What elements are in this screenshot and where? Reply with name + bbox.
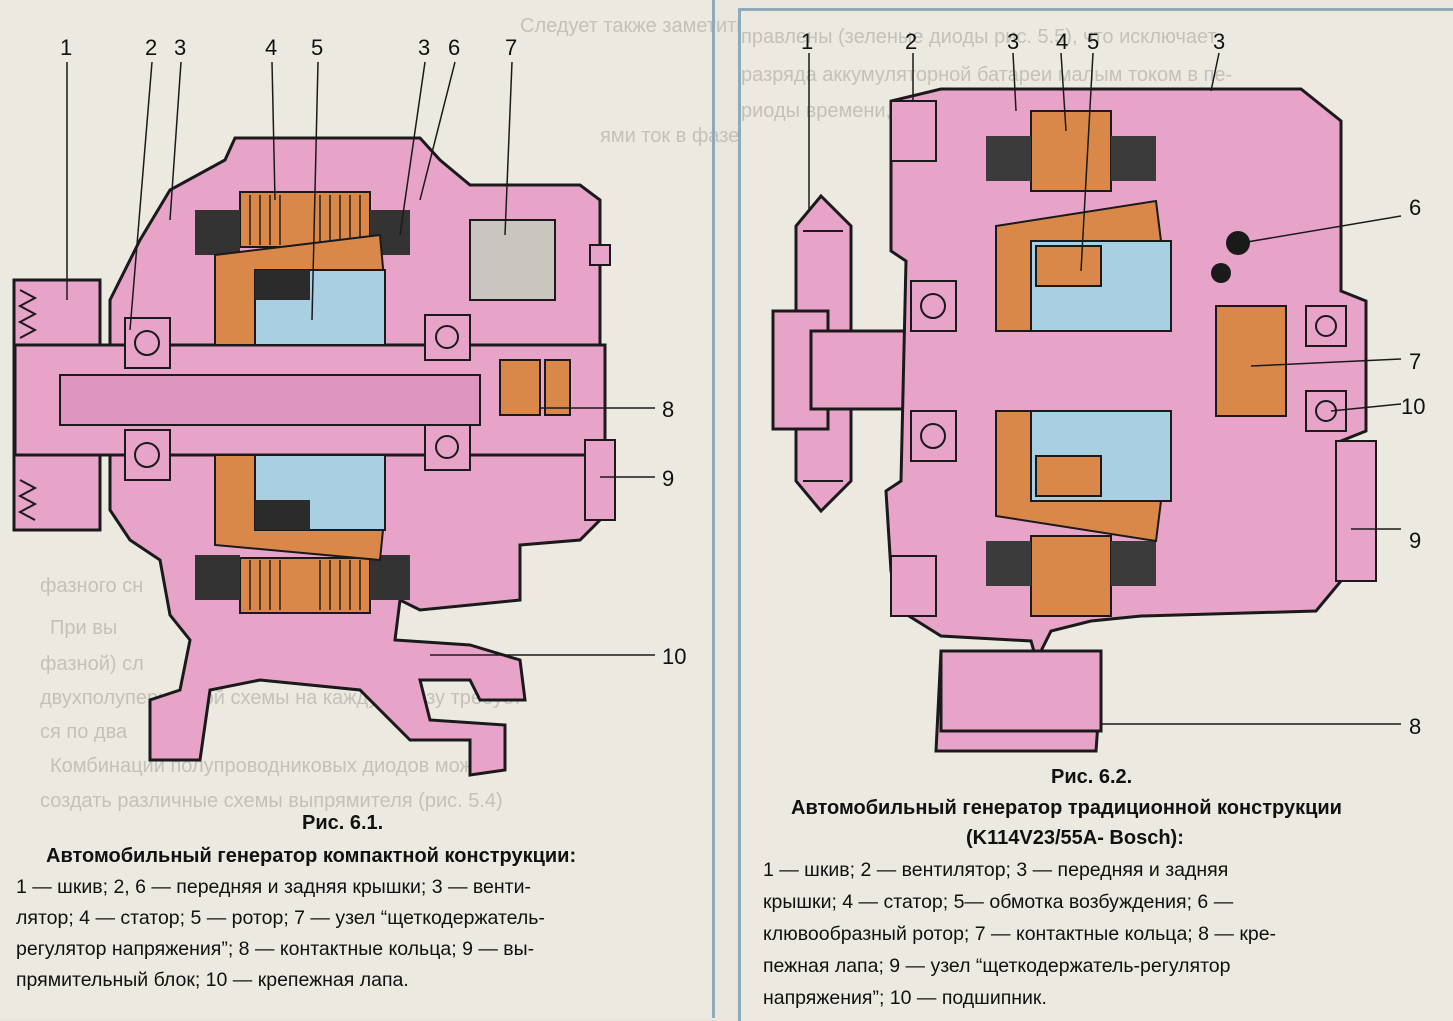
figure-6-2-legend-line-5: напряжения”; 10 — подшипник. bbox=[763, 987, 1047, 1009]
label-10: 10 bbox=[1401, 394, 1426, 419]
label-3: 3 bbox=[174, 35, 187, 60]
label-6: 6 bbox=[448, 35, 461, 60]
label-8: 8 bbox=[1409, 714, 1422, 739]
figure-6-2-title-line-1: Автомобильный генератор традиционной кон… bbox=[791, 797, 1342, 819]
figure-6-1-legend-line-4: прямительный блок; 10 — крепежная лапа. bbox=[16, 969, 409, 991]
label-2: 2 bbox=[905, 29, 918, 54]
figure-6-2-panel: правлены (зеленые диоды рис. 5.5), что и… bbox=[738, 8, 1453, 1021]
figure-6-2-legend-line-1: 1 — шкив; 2 — вентилятор; 3 — передняя и… bbox=[763, 859, 1229, 881]
figure-6-2-legend-line-4: пежная лапа; 9 — узел “щеткодержатель-ре… bbox=[763, 955, 1231, 977]
label-1: 1 bbox=[60, 35, 73, 60]
label-5: 5 bbox=[1087, 29, 1100, 54]
label-3b: 3 bbox=[418, 35, 431, 60]
label-2: 2 bbox=[145, 35, 158, 60]
figure-6-1-number: Рис. 6.1. bbox=[302, 812, 384, 834]
figure-6-2-legend-line-3: клювообразный ротор; 7 — контактные коль… bbox=[763, 923, 1277, 945]
label-3b: 3 bbox=[1213, 29, 1226, 54]
label-1: 1 bbox=[801, 29, 814, 54]
label-7: 7 bbox=[505, 35, 518, 60]
label-4: 4 bbox=[265, 35, 278, 60]
label-10: 10 bbox=[662, 644, 687, 669]
label-9: 9 bbox=[662, 466, 675, 491]
figure-6-1-legend-line-2: лятор; 4 — статор; 5 — ротор; 7 — узел “… bbox=[16, 907, 545, 929]
figure-6-2-number: Рис. 6.2. bbox=[1051, 766, 1133, 788]
panel-divider bbox=[712, 0, 715, 1018]
figure-6-1-legend-line-1: 1 — шкив; 2, 6 — передняя и задняя крышк… bbox=[16, 876, 531, 898]
figure-6-1-title: Автомобильный генератор компактной конст… bbox=[46, 845, 577, 867]
label-4: 4 bbox=[1056, 29, 1069, 54]
label-6: 6 bbox=[1409, 195, 1422, 220]
figure-6-1-panel: Следует также заметить, что в современны… bbox=[0, 0, 963, 1018]
traditional-alternator-drawing bbox=[771, 52, 1402, 753]
label-8: 8 bbox=[662, 397, 675, 422]
figure-6-1-legend-line-3: регулятор напряжения”; 8 — контактные ко… bbox=[16, 938, 535, 960]
figure-6-2-title-line-2: (K114V23/55A- Bosch): bbox=[966, 827, 1184, 849]
label-9: 9 bbox=[1409, 528, 1422, 553]
label-5: 5 bbox=[311, 35, 324, 60]
label-7: 7 bbox=[1409, 349, 1422, 374]
label-3: 3 bbox=[1007, 29, 1020, 54]
figure-6-2-legend-line-2: крышки; 4 — статор; 5— обмотка возбужден… bbox=[763, 891, 1234, 913]
compact-alternator-drawing bbox=[12, 61, 655, 777]
